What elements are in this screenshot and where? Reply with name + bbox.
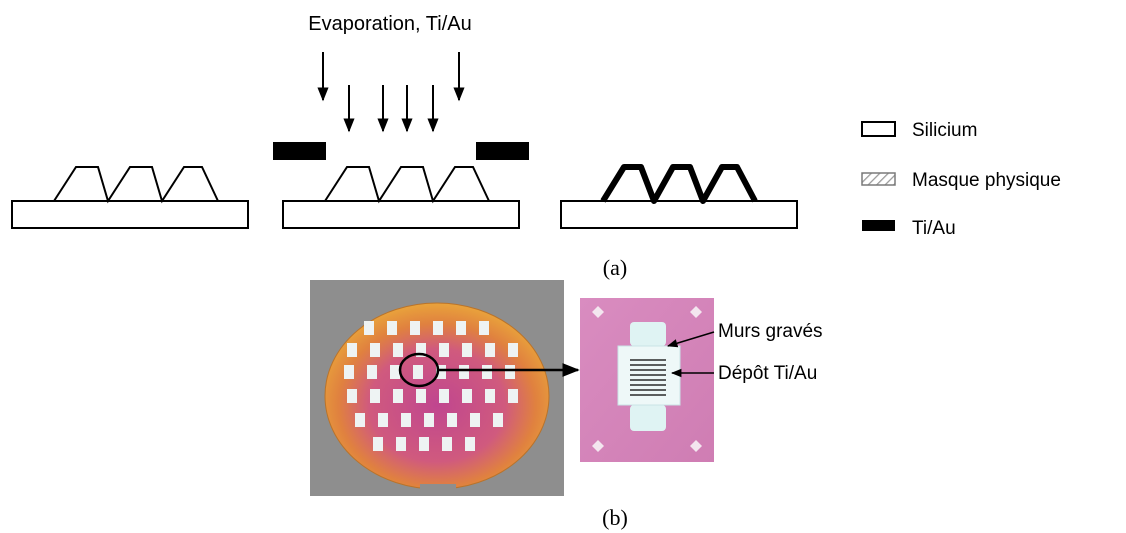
die [465, 437, 475, 451]
caption-a: (a) [603, 255, 627, 280]
silicon-substrate [560, 200, 798, 229]
mask-right [476, 142, 529, 160]
die [419, 437, 429, 451]
die [387, 321, 397, 335]
wafer-photo [310, 280, 580, 496]
legend-swatch-masque-physique [861, 172, 896, 186]
die [508, 389, 518, 403]
ti-au-coating [600, 164, 758, 204]
die [508, 343, 518, 357]
die [505, 365, 515, 379]
highlight-circle [398, 352, 440, 388]
die [410, 321, 420, 335]
die [355, 413, 365, 427]
die [370, 389, 380, 403]
silicon-substrate [11, 200, 249, 229]
part-b: Murs gravés Dépôt Ti/Au (b) [310, 280, 823, 530]
silicon-substrate [282, 200, 520, 229]
die [401, 413, 411, 427]
die-array [344, 321, 518, 451]
die [344, 365, 354, 379]
die [347, 343, 357, 357]
mesa-top [630, 322, 666, 346]
label-depot-ti-au: Dépôt Ti/Au [718, 363, 817, 384]
die [485, 343, 495, 357]
zoom-photo: Murs gravés Dépôt Ti/Au [580, 298, 823, 462]
die [416, 389, 426, 403]
die [493, 413, 503, 427]
etched-walls [324, 166, 490, 204]
die [364, 321, 374, 335]
die [367, 365, 377, 379]
die [393, 343, 403, 357]
die [347, 389, 357, 403]
die [373, 437, 383, 451]
evaporation-label: Evaporation, Ti/Au [308, 13, 471, 35]
die [439, 389, 449, 403]
legend-label-masque-physique: Masque physique [912, 170, 1061, 191]
wafer-flat [420, 484, 456, 492]
die [433, 321, 443, 335]
die [390, 365, 400, 379]
stage-evaporation: Evaporation, Ti/Au [273, 13, 529, 229]
legend-swatch-ti-au [862, 220, 895, 231]
mesa-bottom [630, 405, 666, 431]
die [485, 389, 495, 403]
die [456, 321, 466, 335]
die [470, 413, 480, 427]
die [459, 365, 469, 379]
die [378, 413, 388, 427]
die [424, 413, 434, 427]
die [393, 389, 403, 403]
die [439, 343, 449, 357]
die [416, 343, 426, 357]
corner-marks [592, 306, 702, 452]
legend: Silicium Masque physique Ti/Au [861, 120, 1061, 239]
die [462, 343, 472, 357]
etched-walls-lines [630, 359, 666, 396]
mask-left [273, 142, 326, 160]
die [370, 343, 380, 357]
die [447, 413, 457, 427]
evaporation-arrows [317, 52, 465, 133]
die [436, 365, 446, 379]
stage-etched-silicon [11, 166, 249, 229]
etched-walls [53, 166, 219, 204]
die [396, 437, 406, 451]
die [413, 365, 423, 379]
part-a: Evaporation, Ti/Au Silicium [11, 13, 1061, 280]
legend-label-ti-au: Ti/Au [912, 218, 956, 239]
legend-label-silicium: Silicium [912, 120, 977, 141]
die [462, 389, 472, 403]
die [442, 437, 452, 451]
caption-b: (b) [602, 505, 628, 530]
walls-pointer [666, 331, 715, 348]
die [479, 321, 489, 335]
legend-swatch-silicium [861, 121, 896, 137]
label-murs-graves: Murs gravés [718, 321, 823, 342]
stage-deposited [560, 164, 798, 229]
die [482, 365, 492, 379]
